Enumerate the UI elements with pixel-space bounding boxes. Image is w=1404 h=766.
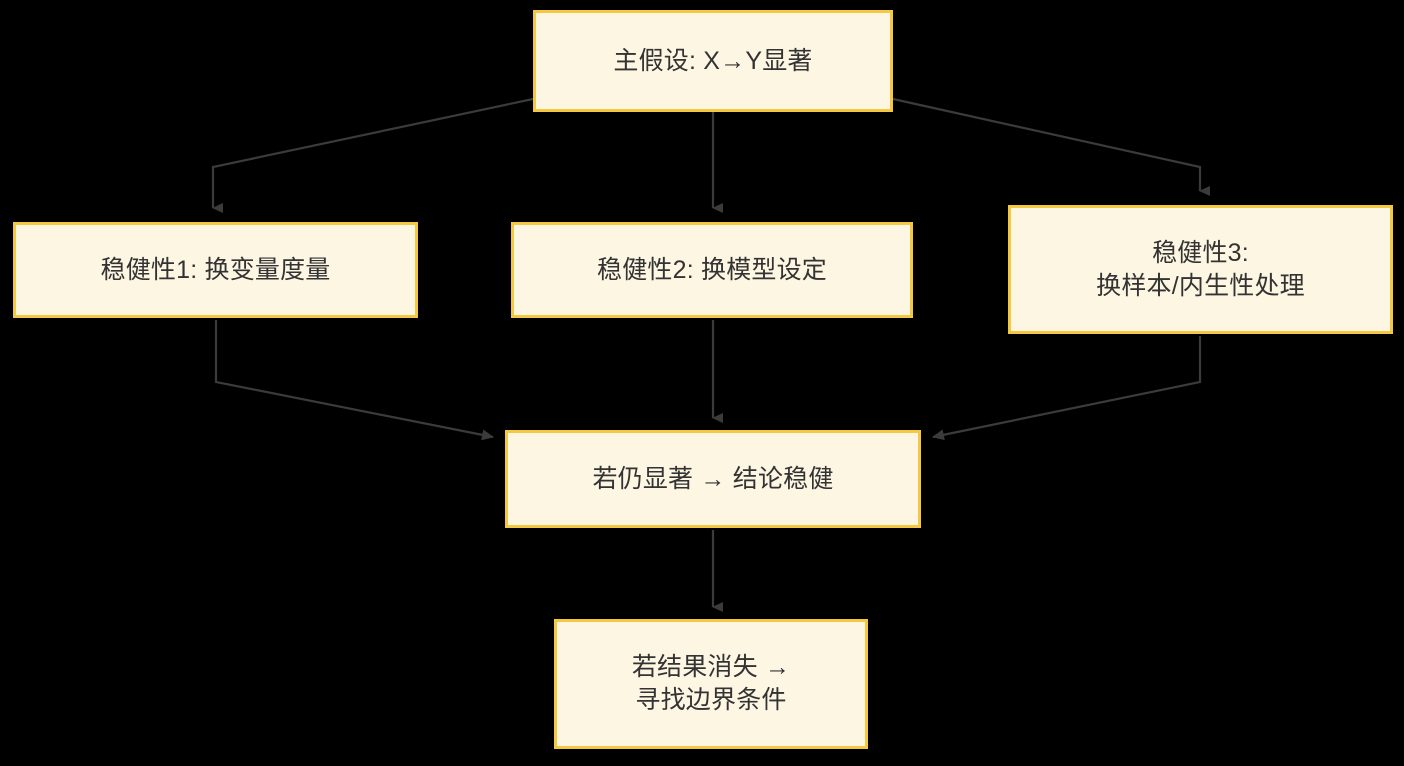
node-still-significant-label: 若仍显著 → 结论稳健 <box>592 464 834 493</box>
node-result-vanishes[interactable]: 若结果消失 → 寻找边界条件 <box>554 619 868 749</box>
node-robustness-1-label: 稳健性1: 换变量度量 <box>100 255 331 284</box>
edge-robustness-1-to-still-significant <box>214 320 494 441</box>
node-main-hypothesis[interactable]: 主假设: X→Y显著 <box>533 10 893 112</box>
edge-main-to-robustness-3 <box>892 97 1210 196</box>
node-robustness-1[interactable]: 稳健性1: 换变量度量 <box>13 222 418 318</box>
edge-main-to-robustness-1 <box>211 97 534 213</box>
node-robustness-2-label: 稳健性2: 换模型设定 <box>597 255 827 284</box>
node-still-significant[interactable]: 若仍显著 → 结论稳健 <box>505 430 921 528</box>
node-robustness-3-label: 稳健性3: 换样本/内生性处理 <box>1096 238 1305 300</box>
edge-robustness-3-to-still-significant <box>932 336 1202 441</box>
node-main-hypothesis-label: 主假设: X→Y显著 <box>613 46 813 75</box>
node-result-vanishes-label: 若结果消失 → 寻找边界条件 <box>631 653 791 714</box>
node-robustness-2[interactable]: 稳健性2: 换模型设定 <box>511 222 913 318</box>
node-robustness-3[interactable]: 稳健性3: 换样本/内生性处理 <box>1008 205 1393 334</box>
